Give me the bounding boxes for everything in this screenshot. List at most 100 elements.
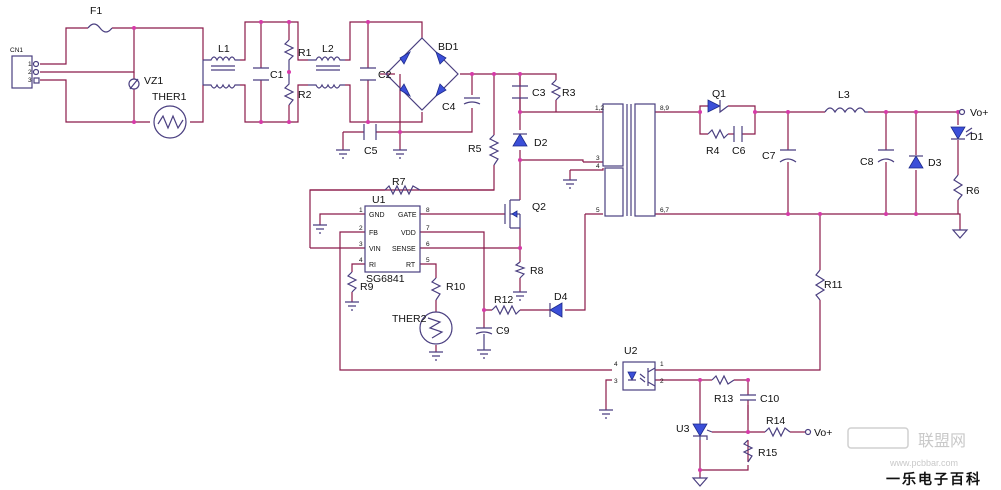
capacitor-c3 xyxy=(512,85,528,99)
diode-d2 xyxy=(512,133,528,147)
label-u2: U2 xyxy=(624,345,638,357)
optocoupler-u2: 43 12 xyxy=(614,361,664,391)
capacitor-c4 xyxy=(463,97,481,105)
label-d4: D4 xyxy=(554,291,568,303)
capacitor-c7 xyxy=(779,149,797,163)
label-r13: R13 xyxy=(714,393,733,405)
varistor-vz1 xyxy=(128,78,140,90)
label-vz1: VZ1 xyxy=(144,75,163,87)
resistor-r8 xyxy=(514,261,526,279)
resistor-r14 xyxy=(764,426,791,438)
label-c3: C3 xyxy=(532,87,546,99)
svg-text:4: 4 xyxy=(359,257,363,264)
label-d1: D1 xyxy=(970,131,984,143)
svg-text:8: 8 xyxy=(426,207,430,214)
svg-text:7: 7 xyxy=(426,225,430,232)
label-bd1: BD1 xyxy=(438,41,459,53)
inductor-l3 xyxy=(824,107,868,114)
label-r4: R4 xyxy=(706,145,720,157)
capacitor-c6 xyxy=(733,126,743,142)
label-c5: C5 xyxy=(364,145,378,157)
capacitor-c8 xyxy=(877,149,895,163)
label-q2: Q2 xyxy=(532,201,546,213)
pin-fb-label: FB xyxy=(369,230,378,237)
label-l1: L1 xyxy=(218,43,230,55)
resistor-r6 xyxy=(952,174,964,201)
svg-text:2: 2 xyxy=(28,69,32,76)
common-mode-choke-l1 xyxy=(202,56,240,89)
component-labels: CN1 123 F1 VZ1 THER1 L1 C1 R1 R2 L2 C2 B… xyxy=(10,5,988,459)
svg-text:6,7: 6,7 xyxy=(660,207,669,214)
svg-text:5: 5 xyxy=(596,207,600,214)
resistor-r7 xyxy=(384,184,421,196)
label-vo-bottom: Vo+ xyxy=(814,427,832,439)
label-l3: L3 xyxy=(838,89,850,101)
fuse-f1 xyxy=(87,23,113,33)
label-q1: Q1 xyxy=(712,88,726,100)
pin-vdd-label: VDD xyxy=(401,230,416,237)
label-r2: R2 xyxy=(298,89,312,101)
label-r8: R8 xyxy=(530,265,544,277)
watermark-url: www.pcbbar.com xyxy=(889,458,958,468)
svg-text:8,9: 8,9 xyxy=(660,105,669,112)
led-d1 xyxy=(950,126,973,140)
resistor-r1 xyxy=(283,39,295,62)
label-d3: D3 xyxy=(928,157,942,169)
label-r6: R6 xyxy=(966,185,980,197)
pin-ri-label: RI xyxy=(369,262,376,269)
output-terminal-top xyxy=(958,108,966,116)
wires xyxy=(40,21,961,478)
resistor-r12 xyxy=(491,304,521,316)
zener-diode-d3 xyxy=(908,155,924,169)
label-c4: C4 xyxy=(442,101,456,113)
svg-text:5: 5 xyxy=(426,257,430,264)
label-ic-name: SG6841 xyxy=(366,273,405,285)
svg-text:3: 3 xyxy=(614,378,618,385)
diode-q1 xyxy=(707,99,729,114)
svg-text:3: 3 xyxy=(28,77,32,84)
label-cn1: CN1 xyxy=(10,47,23,54)
label-l2: L2 xyxy=(322,43,334,55)
svg-text:2: 2 xyxy=(359,225,363,232)
svg-text:6: 6 xyxy=(426,241,430,248)
resistor-r10 xyxy=(430,277,442,301)
label-r15: R15 xyxy=(758,447,777,459)
svg-text:4: 4 xyxy=(596,163,600,170)
label-u3: U3 xyxy=(676,423,690,435)
label-r9: R9 xyxy=(360,281,374,293)
label-d2: D2 xyxy=(534,137,548,149)
svg-text:3: 3 xyxy=(359,241,363,248)
label-ther2: THER2 xyxy=(392,313,427,325)
label-c9: C9 xyxy=(496,325,510,337)
resistor-r4 xyxy=(707,128,729,140)
label-r11: R11 xyxy=(824,279,843,291)
svg-text:1,2: 1,2 xyxy=(595,105,604,112)
ic-u1-sg6841: 12 34 87 65 GND FB VIN RI GATE VDD SENSE… xyxy=(359,205,430,273)
label-vo-top: Vo+ xyxy=(970,107,988,119)
capacitor-c5 xyxy=(363,124,377,140)
ground-symbols xyxy=(313,149,969,487)
label-u1: U1 xyxy=(372,194,386,206)
pin-vin-label: VIN xyxy=(369,246,381,253)
label-r1: R1 xyxy=(298,47,312,59)
label-r14: R14 xyxy=(766,415,785,427)
label-c8: C8 xyxy=(860,156,874,168)
transformer-t1: 1,2 3 4 5 8,9 6,7 xyxy=(595,103,669,217)
junctions xyxy=(132,20,960,472)
svg-text:2: 2 xyxy=(660,378,664,385)
capacitor-c10 xyxy=(740,394,756,401)
common-mode-choke-l2 xyxy=(308,56,345,89)
label-r12: R12 xyxy=(494,294,513,306)
resistor-r15 xyxy=(742,439,754,463)
label-c6: C6 xyxy=(732,145,746,157)
label-r7: R7 xyxy=(392,176,406,188)
pin-gnd-label: GND xyxy=(369,212,385,219)
mosfet-q2 xyxy=(504,199,521,229)
label-f1: F1 xyxy=(90,5,102,17)
label-r3: R3 xyxy=(562,87,576,99)
bridge-rectifier-bd1 xyxy=(385,37,459,111)
svg-text:3: 3 xyxy=(596,155,600,162)
pin-sense-label: SENSE xyxy=(392,246,416,253)
